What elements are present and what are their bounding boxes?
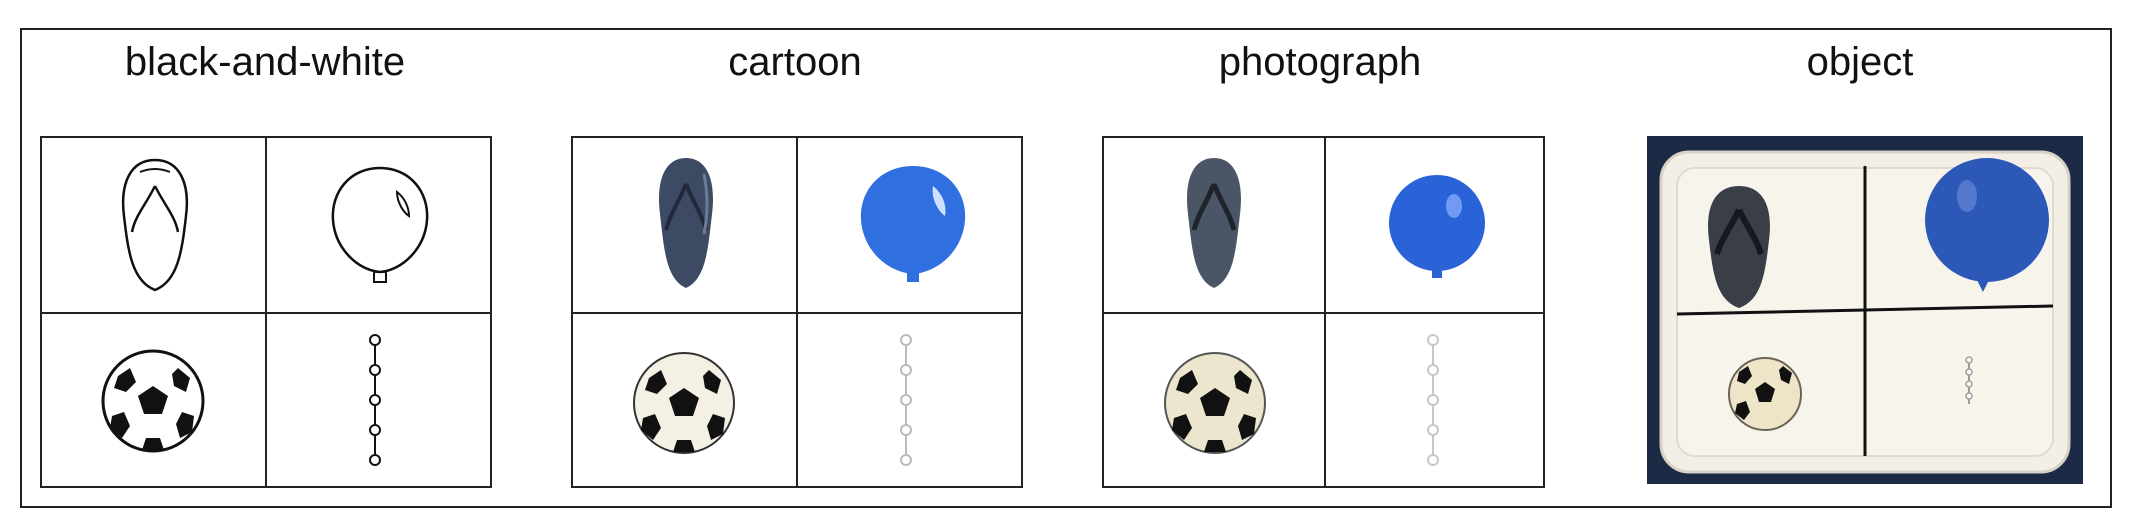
flip-flop-icon xyxy=(659,158,713,288)
balloon-icon xyxy=(860,166,966,282)
soccer-ball-icon xyxy=(1164,352,1266,454)
title-black-and-white: black-and-white xyxy=(124,40,406,84)
title-object: object xyxy=(1806,40,1914,84)
bead-chain-icon xyxy=(900,334,912,466)
balloon-icon xyxy=(331,166,429,283)
bead-chain-icon xyxy=(1427,334,1439,466)
flip-flop-icon xyxy=(121,158,189,292)
tray-photo xyxy=(1659,150,2071,474)
grid-divider-horizontal xyxy=(40,312,492,314)
panel-photograph xyxy=(1102,136,1545,488)
grid-divider-horizontal xyxy=(571,312,1023,314)
figure-frame xyxy=(20,28,2112,508)
soccer-ball-icon xyxy=(101,349,205,453)
flip-flop-icon xyxy=(1187,158,1241,288)
balloon-icon xyxy=(1389,175,1485,278)
title-cartoon: cartoon xyxy=(728,40,862,84)
panel-object xyxy=(1647,136,2083,484)
panel-black-and-white xyxy=(40,136,492,488)
bead-chain-icon xyxy=(369,334,381,466)
panel-cartoon xyxy=(571,136,1023,488)
grid-divider-horizontal xyxy=(1102,312,1545,314)
soccer-ball-icon xyxy=(633,352,735,454)
title-photograph: photograph xyxy=(1218,40,1422,84)
